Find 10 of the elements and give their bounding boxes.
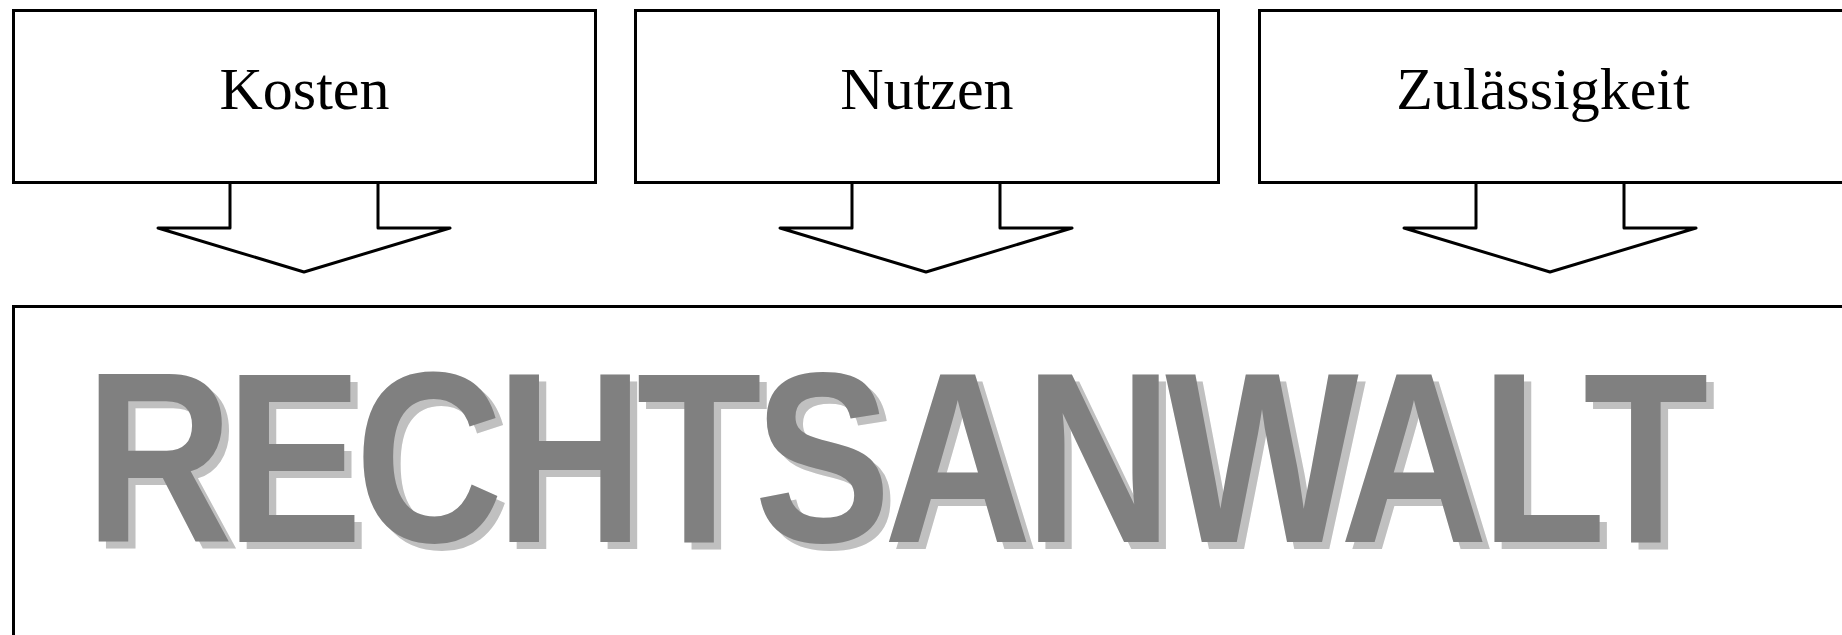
block-arrow (156, 182, 452, 274)
block-arrow (1402, 182, 1698, 274)
block-arrow (778, 182, 1074, 274)
label-box (1258, 9, 1842, 184)
wordart-title: RECHTSANWALT (85, 336, 1702, 580)
label-box (634, 9, 1220, 184)
box-label: Nutzen (840, 59, 1014, 119)
box-label: Kosten (219, 59, 390, 119)
title-panel (12, 305, 1842, 635)
label-box (12, 9, 597, 184)
